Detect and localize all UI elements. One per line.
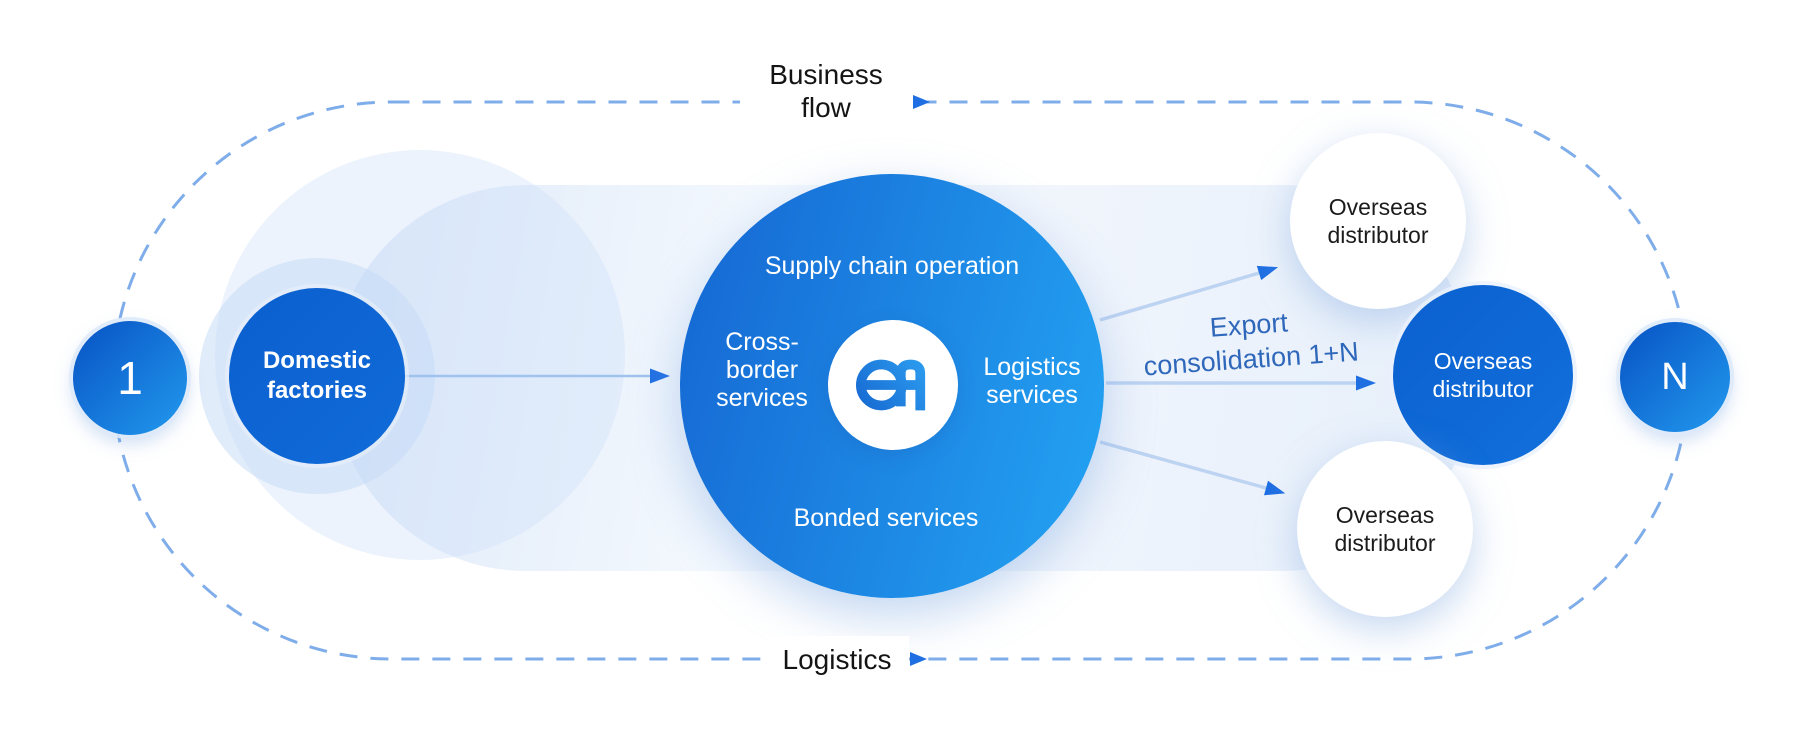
arrowhead-mid-distributor <box>1356 375 1376 391</box>
hub-label-supply-chain: Supply chain operation <box>764 252 1020 280</box>
ov-mid-line-1: Overseas <box>1433 348 1533 374</box>
logistics-label: Logistics <box>765 636 909 682</box>
logistics-services-line-2: services <box>986 381 1078 409</box>
arrow-center-to-top-distributor <box>1099 271 1260 322</box>
domestic-line-2: factories <box>266 377 368 404</box>
domestic-line-1: Domestic <box>262 347 372 374</box>
ea-logo-icon <box>856 359 926 411</box>
business-flow-label: Business flow <box>740 48 912 134</box>
central-hub-circle: Supply chain operation Cross- border ser… <box>680 174 1104 598</box>
ov-top-line-1: Overseas <box>1328 194 1428 220</box>
business-flow-arrowhead-icon <box>913 95 930 109</box>
node-overseas-distributor-mid: Overseas distributor <box>1393 285 1573 465</box>
business-flow-line-2: flow <box>801 92 851 123</box>
node-n-label: N <box>1661 355 1689 398</box>
ov-top-line-2: distributor <box>1327 222 1429 248</box>
business-flow-line-1: Business <box>769 59 883 90</box>
arrowhead-top-distributor <box>1256 265 1279 281</box>
logistics-arrowhead-icon <box>910 652 927 666</box>
hub-label-bonded-services: Bonded services <box>793 504 979 532</box>
cross-border-line-1: Cross- <box>725 328 799 356</box>
node-overseas-distributor-bottom: Overseas distributor <box>1297 441 1473 617</box>
ov-bottom-line-2: distributor <box>1334 530 1436 556</box>
node-domestic-factories: Domestic factories <box>229 288 405 464</box>
arrow-center-to-bottom-distributor <box>1099 440 1267 490</box>
node-one-label: 1 <box>117 352 143 404</box>
arrowhead-domestic-to-center <box>650 368 670 384</box>
cross-border-line-2: border <box>725 356 799 384</box>
arrowhead-bottom-distributor <box>1263 480 1286 496</box>
ov-bottom-line-1: Overseas <box>1335 502 1435 528</box>
logistics-services-line-1: Logistics <box>983 353 1081 381</box>
hub-label-cross-border: Cross- border services <box>682 328 842 412</box>
cross-border-line-3: services <box>716 384 808 412</box>
node-one: 1 <box>73 321 187 435</box>
hub-label-logistics-services: Logistics services <box>957 353 1107 409</box>
ea-logo-badge <box>828 320 958 450</box>
dashed-loop-path <box>111 100 1690 661</box>
ov-mid-line-2: distributor <box>1432 376 1534 402</box>
node-overseas-distributor-top: Overseas distributor <box>1290 133 1466 309</box>
logistics-line: Logistics <box>782 643 892 675</box>
node-n: N <box>1620 322 1730 432</box>
